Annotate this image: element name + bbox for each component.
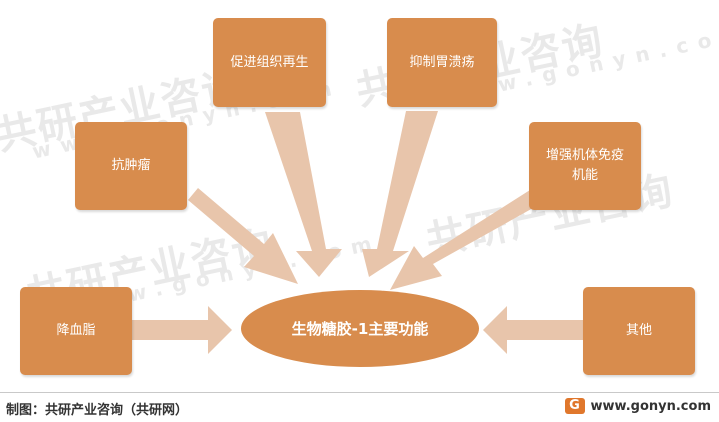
arrow-ulcer [362, 111, 438, 277]
center-label: 生物糖胶-1主要功能 [291, 320, 429, 338]
box-label: 其他 [625, 323, 652, 338]
footer-divider [0, 392, 719, 393]
box-ulcer-inhibition: 抑制胃溃疡 [387, 18, 497, 107]
arrow-other [483, 306, 583, 354]
footer-source: 制图：共研产业咨询（共研网） [6, 403, 189, 418]
arrow-lipid [132, 306, 232, 354]
box-label: 降血脂 [56, 323, 96, 338]
box-label: 促进组织再生 [230, 54, 309, 70]
box-tissue-regeneration: 促进组织再生 [213, 18, 326, 107]
box-anti-tumor: 抗肿瘤 [75, 122, 187, 210]
gonyn-logo-icon: G [564, 398, 585, 414]
footer-website: G www.gonyn.com [564, 398, 711, 414]
footer-website-text: www.gonyn.com [590, 398, 711, 414]
box-other: 其他 [583, 287, 695, 375]
box-label: 抑制胃溃疡 [409, 54, 475, 70]
center-ellipse: 生物糖胶-1主要功能 [241, 290, 479, 367]
box-immunity: 增强机体免疫机能 [529, 122, 641, 210]
arrow-tumor [188, 188, 298, 284]
arrow-tissue [265, 112, 342, 277]
box-label: 增强机体免疫机能 [545, 148, 624, 183]
box-label: 抗肿瘤 [111, 158, 151, 173]
box-lipid-lowering: 降血脂 [20, 287, 132, 375]
arrow-immunity [390, 190, 542, 290]
